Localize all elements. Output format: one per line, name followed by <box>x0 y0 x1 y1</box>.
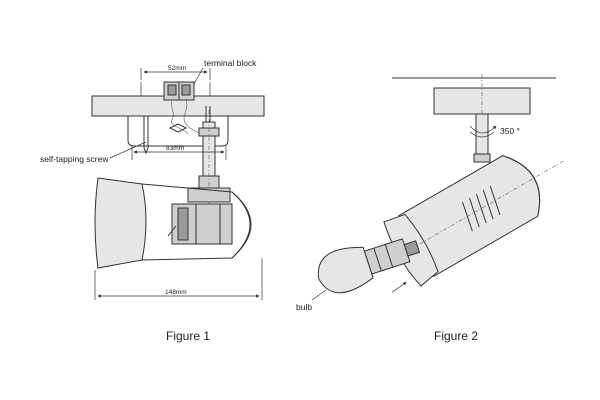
mounting-box <box>127 116 229 147</box>
figure-2: 350 ° bulb <box>296 74 566 343</box>
screw-left <box>143 116 149 155</box>
unscrew-arrow <box>391 281 407 293</box>
rotation-arrow <box>469 125 497 134</box>
terminal-block-label: terminal block <box>204 58 257 68</box>
figure-1-caption: Figure 1 <box>166 329 210 343</box>
terminal-block-leader <box>193 67 204 85</box>
lamp-body <box>94 177 252 269</box>
stem-2 <box>475 113 489 157</box>
dim-mid-label: 83mm <box>166 145 184 152</box>
dim-top-label: 52mm <box>168 65 186 72</box>
bulb-assembly <box>317 238 421 294</box>
bulb-label: bulb <box>296 302 312 312</box>
rotation-label: 350 ° <box>500 126 520 136</box>
dimension-bottom: 148mm <box>94 258 263 300</box>
spotlight-body <box>357 155 566 287</box>
cable-clamp <box>168 123 188 133</box>
figure-2-caption: Figure 2 <box>434 329 478 343</box>
bulb-leader <box>311 289 327 301</box>
screw-leader <box>109 141 147 159</box>
screw-label: self-tapping screw <box>40 154 109 164</box>
bulb <box>317 246 374 294</box>
figure-1: 52mm 83mm 148mm terminal block self-tapp… <box>40 58 265 343</box>
dim-bottom-label: 148mm <box>165 289 187 296</box>
terminal-block <box>163 81 195 101</box>
bulb-base <box>363 238 411 275</box>
swivel-joint <box>187 187 231 203</box>
dimension-top: 52mm <box>140 65 211 96</box>
